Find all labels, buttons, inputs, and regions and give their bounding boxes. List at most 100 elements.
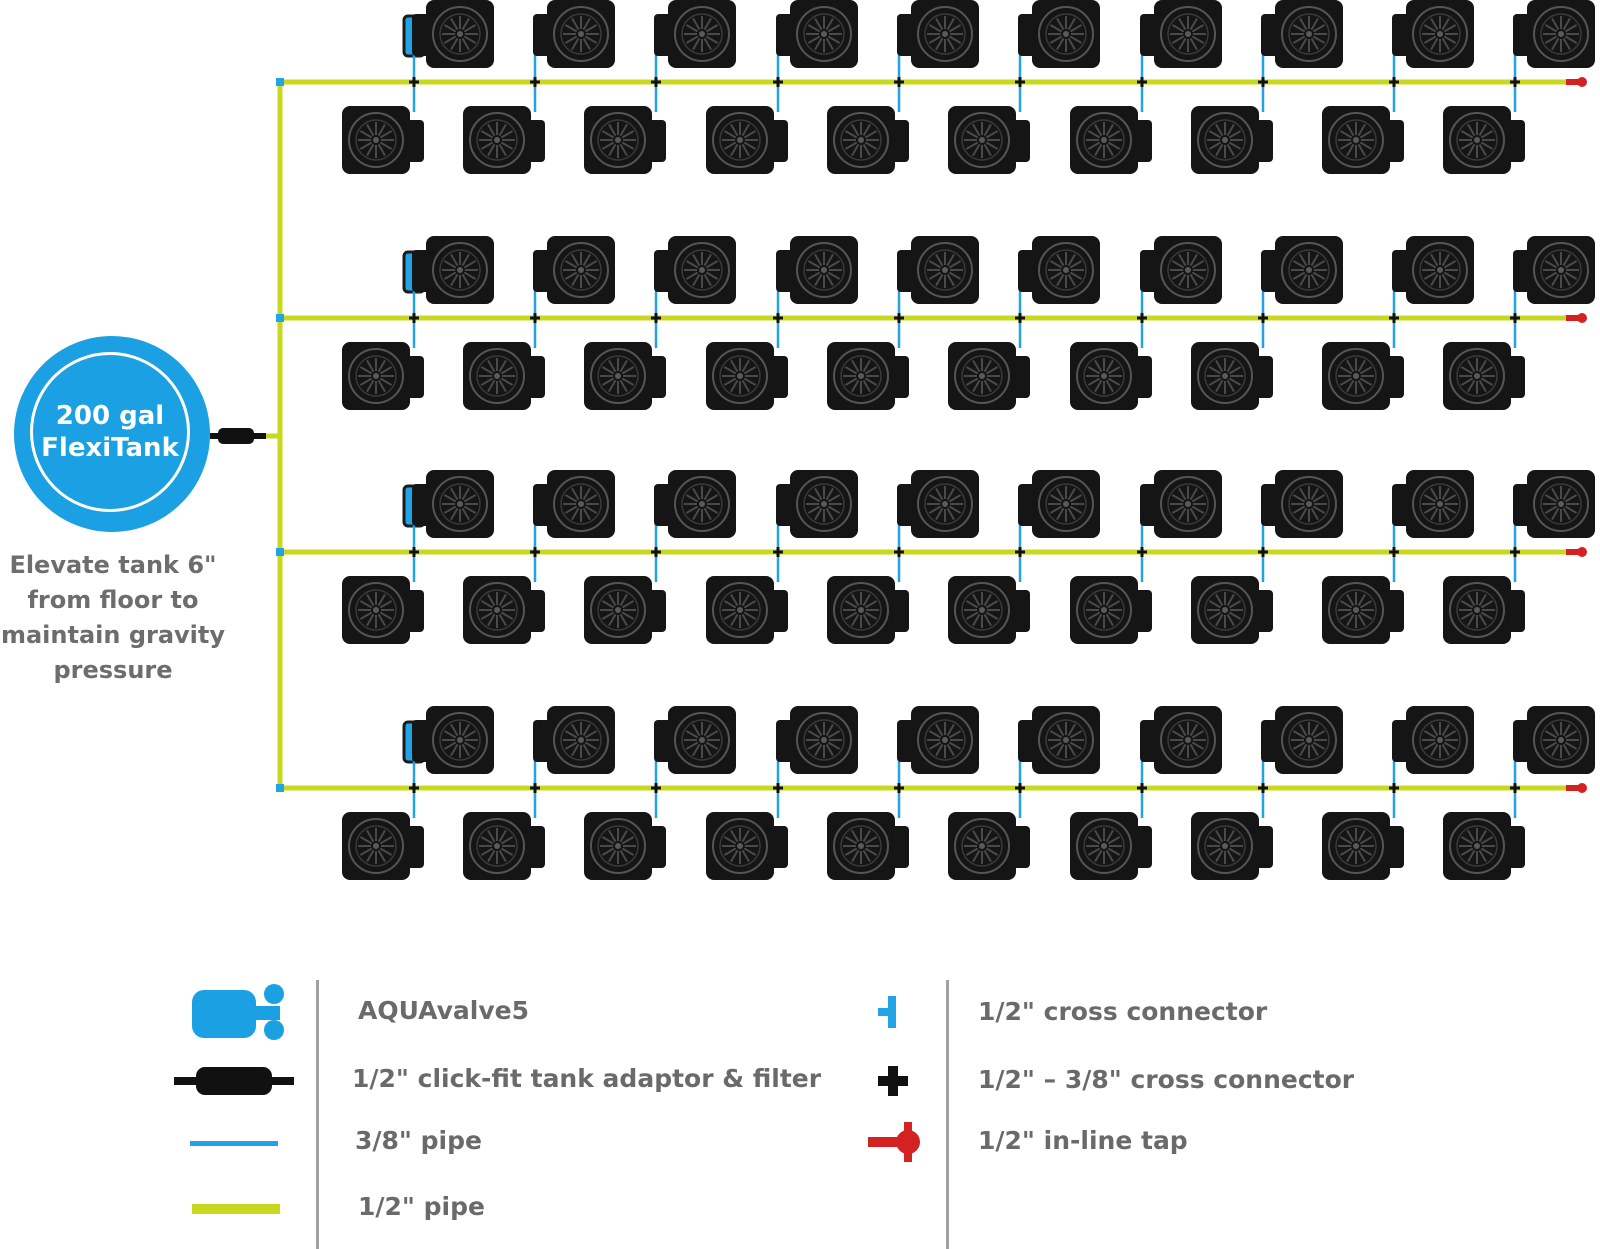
- cross-connector-v: [1140, 313, 1144, 323]
- cross-connector-v: [654, 547, 658, 557]
- inline-tap: [1566, 549, 1582, 555]
- cross-connector-v: [1392, 77, 1396, 87]
- cross-connector-v: [412, 77, 416, 87]
- pot-bottom: [1322, 576, 1404, 644]
- legend-divider: [316, 980, 319, 1249]
- pot-top: [1140, 706, 1222, 774]
- cross-connector-v: [1140, 783, 1144, 793]
- pot-bottom: [342, 106, 424, 174]
- tank-name: FlexiTank: [41, 433, 179, 463]
- tank-note-line: pressure: [53, 656, 173, 684]
- cross-connector-v: [776, 783, 780, 793]
- pot-top: [654, 706, 736, 774]
- pot-top: [654, 0, 736, 68]
- legend: AQUAvalve5 1/2" click-fit tank adaptor &…: [0, 980, 1600, 1249]
- pot-top: [533, 470, 615, 538]
- pot-bottom: [463, 576, 545, 644]
- pot-bottom: [948, 812, 1030, 880]
- pot-top: [412, 470, 494, 538]
- pot-bottom: [463, 342, 545, 410]
- cross-connector-v: [1018, 313, 1022, 323]
- pot-bottom: [948, 342, 1030, 410]
- cross-connector-v: [412, 783, 416, 793]
- tank-adaptor-filter-icon: [174, 1067, 294, 1095]
- blue-cross-connector-icon: [878, 996, 896, 1028]
- pot-bottom: [827, 812, 909, 880]
- pot-bottom: [1443, 812, 1525, 880]
- blue-pipe-icon: [190, 1141, 278, 1146]
- pot-bottom: [1191, 576, 1273, 644]
- pot-top: [776, 706, 858, 774]
- pot-bottom: [827, 106, 909, 174]
- pot-top: [776, 236, 858, 304]
- pot-top: [654, 236, 736, 304]
- cross-connector-v: [412, 313, 416, 323]
- pot-bottom: [1070, 106, 1152, 174]
- legend-label-aquavalve: AQUAvalve5: [358, 996, 529, 1025]
- pot-top: [1392, 470, 1474, 538]
- inline-tap: [1566, 79, 1582, 85]
- pot-bottom: [1191, 342, 1273, 410]
- legend-label-blue-cross: 1/2" cross connector: [978, 997, 1268, 1026]
- cross-connector-v: [897, 547, 901, 557]
- tank-volume: 200 gal: [55, 401, 165, 431]
- cross-connector-v: [1392, 783, 1396, 793]
- legend-label-yellow-pipe: 1/2" pipe: [358, 1192, 485, 1221]
- legend-label-adaptor: 1/2" click-fit tank adaptor & filter: [352, 1064, 822, 1093]
- cross-connector-v: [897, 313, 901, 323]
- inline-tap: [1566, 315, 1582, 321]
- riser-cross-connector: [276, 314, 284, 322]
- pot-bottom: [584, 342, 666, 410]
- inline-tap-knob: [1577, 313, 1587, 323]
- cross-connector-v: [1261, 313, 1265, 323]
- irrigation-diagram: [210, 0, 1595, 880]
- pot-top: [1392, 236, 1474, 304]
- pot-top: [1261, 236, 1343, 304]
- pot-bottom: [948, 106, 1030, 174]
- pot-bottom: [827, 576, 909, 644]
- flexitank: 200 gal FlexiTank: [14, 336, 210, 532]
- pot-top: [897, 706, 979, 774]
- pot-bottom: [706, 342, 788, 410]
- pot-top: [897, 470, 979, 538]
- pot-top: [776, 470, 858, 538]
- tank-note-line: from floor to: [27, 586, 199, 614]
- pot-top: [1513, 706, 1595, 774]
- cross-connector-v: [897, 783, 901, 793]
- pot-bottom: [1070, 342, 1152, 410]
- riser-cross-connector: [276, 548, 284, 556]
- tank-note-line: maintain gravity: [0, 621, 226, 649]
- inline-tap-icon: [868, 1122, 920, 1162]
- pot-top: [776, 0, 858, 68]
- cross-connector-v: [1392, 313, 1396, 323]
- pot-top: [1513, 470, 1595, 538]
- tank-note-line: Elevate tank 6": [9, 551, 217, 579]
- pot-top: [412, 706, 494, 774]
- cross-connector-v: [1513, 547, 1517, 557]
- pot-bottom: [706, 812, 788, 880]
- pot-top: [1392, 0, 1474, 68]
- pot-top: [1018, 236, 1100, 304]
- cross-connector-v: [1018, 77, 1022, 87]
- cross-connector-v: [654, 313, 658, 323]
- pot-top: [1018, 0, 1100, 68]
- legend-label-blue-pipe: 3/8" pipe: [355, 1126, 482, 1155]
- cross-connector-v: [533, 783, 537, 793]
- pot-bottom: [1191, 106, 1273, 174]
- pot-bottom: [827, 342, 909, 410]
- cross-connector-v: [533, 547, 537, 557]
- cross-connector-v: [533, 313, 537, 323]
- pot-bottom: [463, 812, 545, 880]
- cross-connector-v: [1513, 313, 1517, 323]
- pot-bottom: [1322, 106, 1404, 174]
- pot-top: [1018, 470, 1100, 538]
- pot-top: [897, 236, 979, 304]
- cross-connector-v: [1140, 547, 1144, 557]
- pot-top: [533, 0, 615, 68]
- tank-adaptor-stem: [210, 433, 266, 439]
- pot-top: [1140, 470, 1222, 538]
- legend-label-black-cross: 1/2" – 3/8" cross connector: [978, 1065, 1355, 1094]
- pot-bottom: [342, 812, 424, 880]
- pot-bottom: [1070, 576, 1152, 644]
- inline-tap-knob: [1577, 783, 1587, 793]
